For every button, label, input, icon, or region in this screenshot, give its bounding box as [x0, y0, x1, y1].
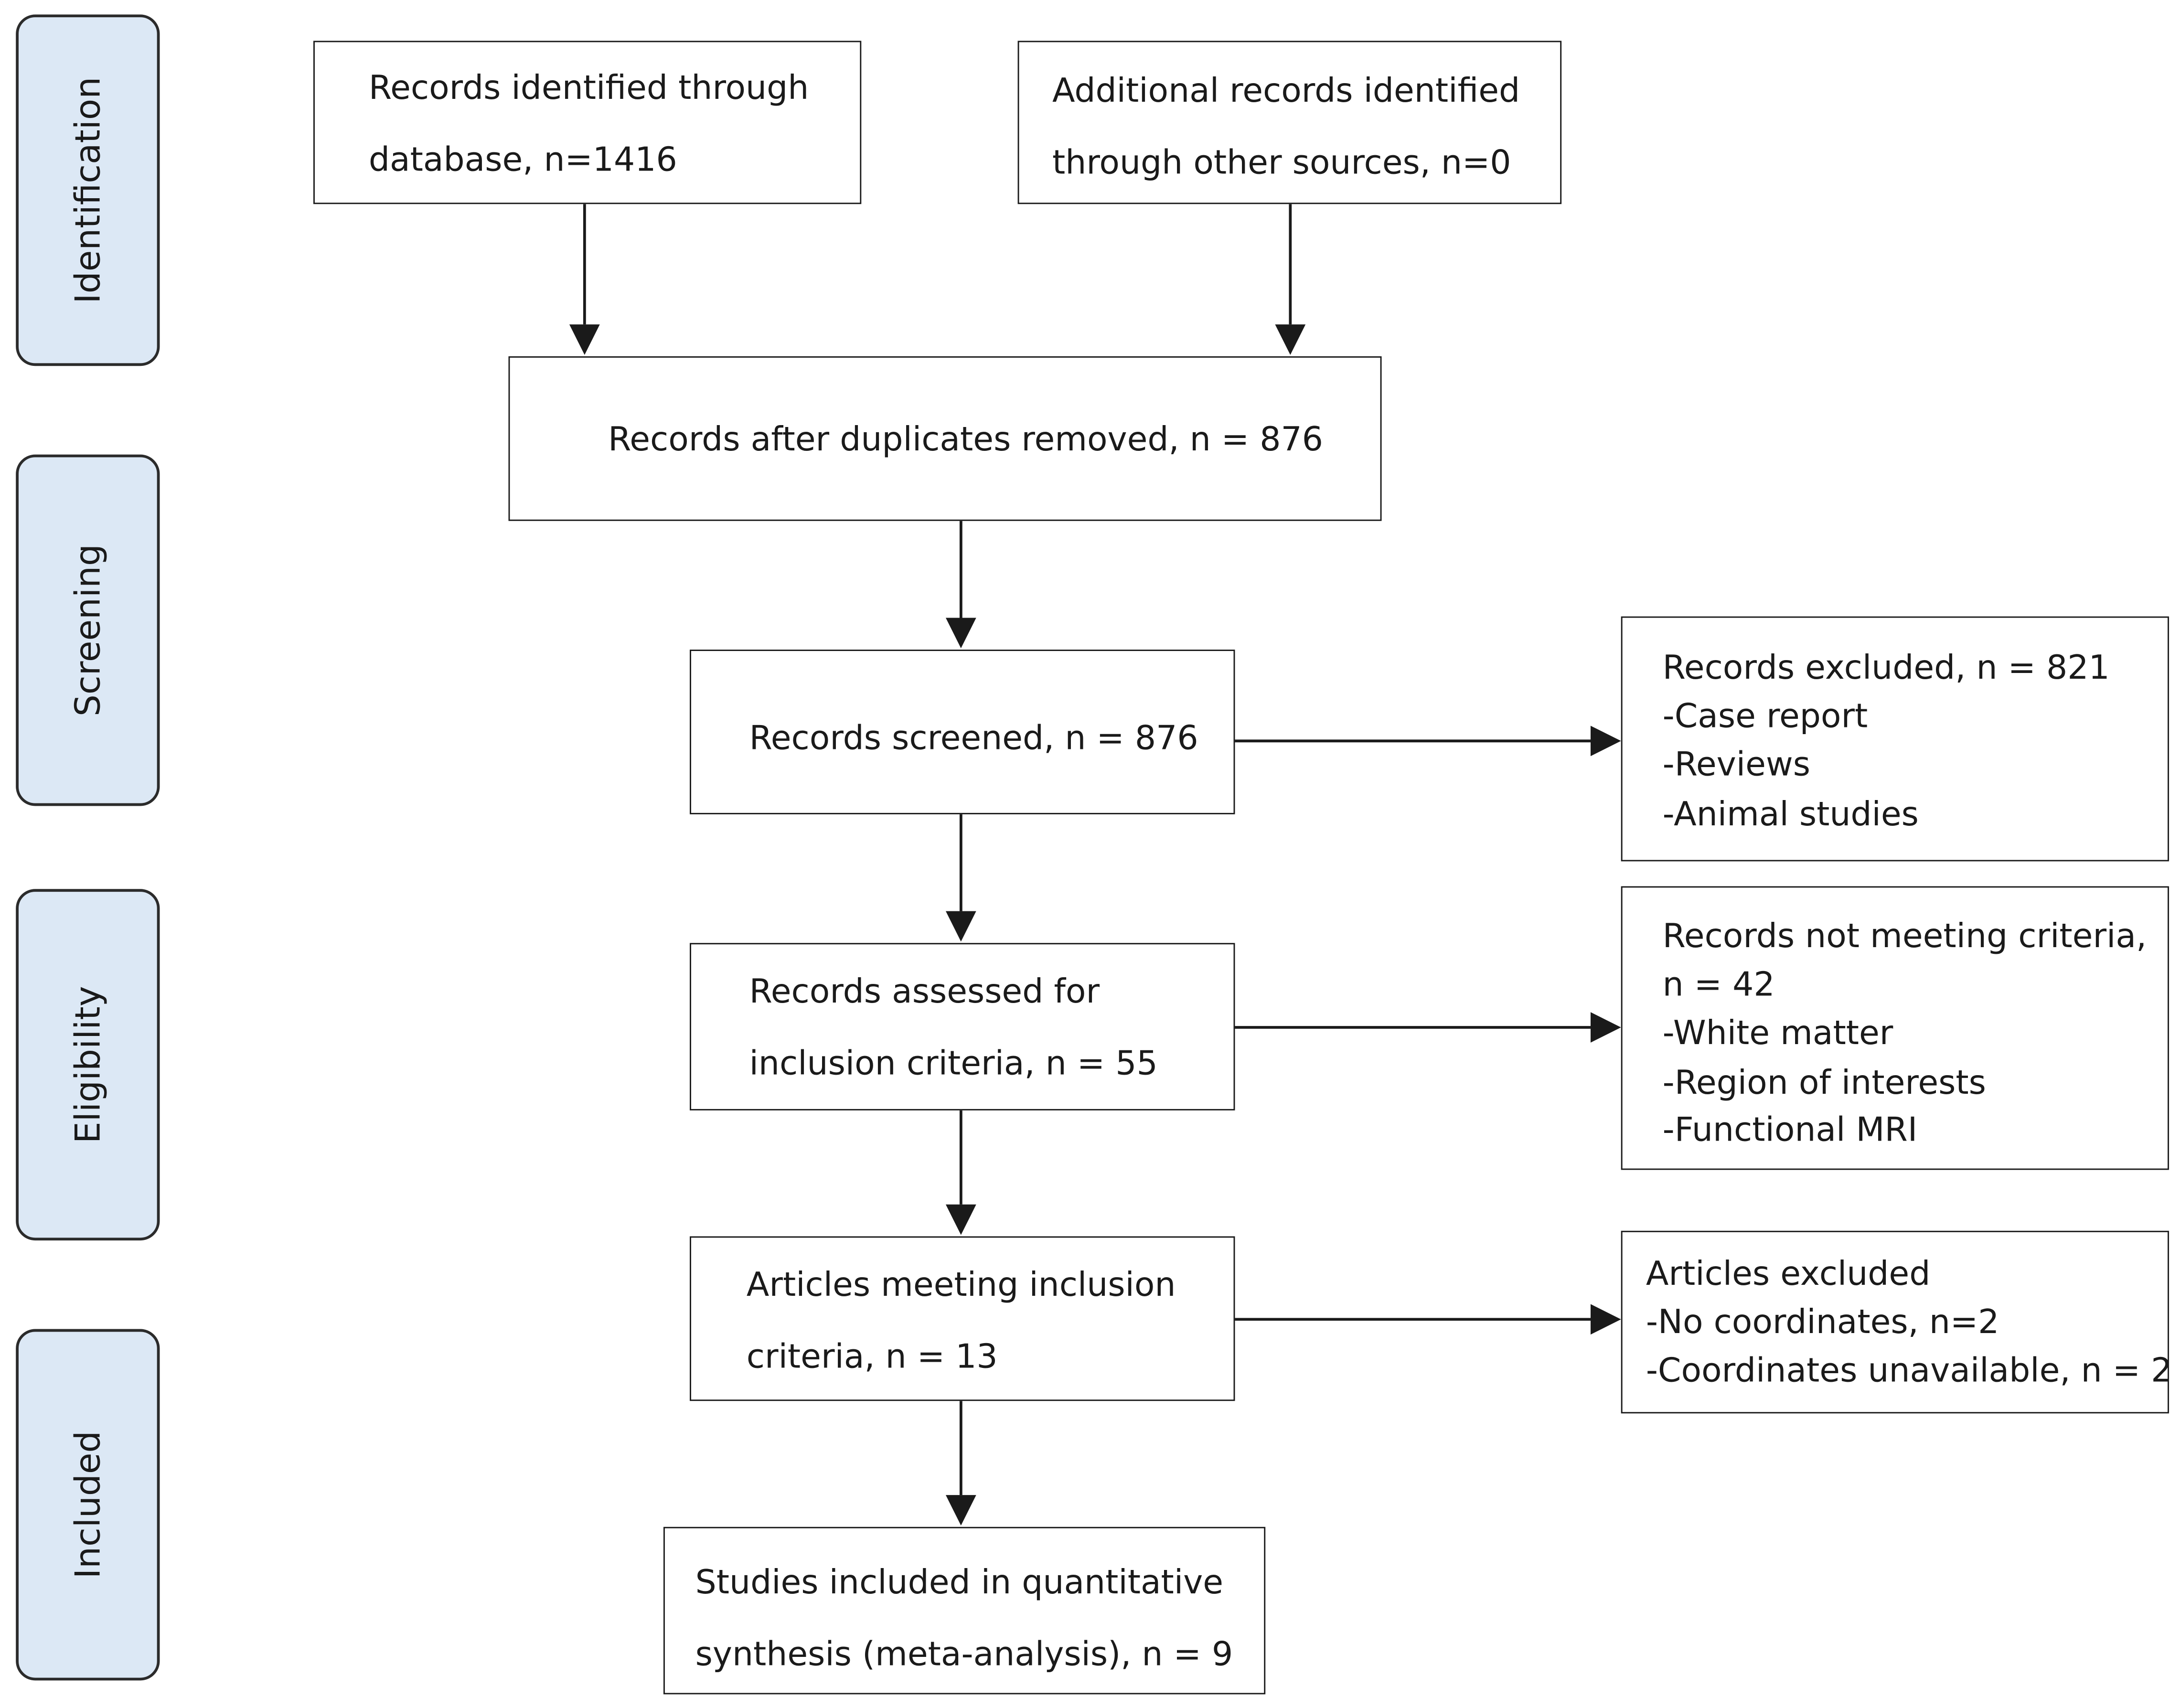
box-line: criteria, n = 13	[746, 1337, 998, 1377]
arrowhead-meeting	[945, 1204, 976, 1235]
box-line: inclusion criteria, n = 55	[749, 1044, 1158, 1083]
box-duplicates-removed: Records after duplicates removed, n = 87…	[508, 356, 1382, 521]
box-line: -Case report	[1662, 696, 1868, 736]
arrowhead-duplicates-left	[569, 324, 600, 355]
box-other-sources: Additional records identified through ot…	[1017, 41, 1562, 204]
phase-included: Included	[16, 1329, 160, 1681]
box-database-records: Records identified through database, n=1…	[313, 41, 862, 204]
box-articles-excluded: Articles excluded -No coordinates, n=2 -…	[1621, 1230, 2170, 1414]
connector-arrows	[569, 204, 1621, 1526]
box-line: Articles excluded	[1646, 1254, 1931, 1293]
box-line: through other sources, n=0	[1052, 143, 1511, 182]
box-studies-included: Studies included in quantitative synthes…	[663, 1527, 1266, 1695]
box-line: database, n=1416	[368, 140, 677, 180]
box-records-assessed: Records assessed for inclusion criteria,…	[690, 943, 1235, 1110]
arrowhead-articles-excluded	[1590, 1304, 1621, 1335]
phase-eligibility: Eligibility	[16, 889, 160, 1241]
box-line: -Animal studies	[1662, 795, 1919, 834]
box-line: -Coordinates unavailable, n = 2	[1646, 1351, 2170, 1390]
arrowhead-assessed	[945, 911, 976, 942]
box-line: Records not meeting criteria,	[1662, 917, 2147, 956]
box-line: synthesis (meta-analysis), n = 9	[695, 1634, 1233, 1674]
box-records-screened: Records screened, n = 876	[690, 650, 1235, 814]
box-line: Records after duplicates removed, n = 87…	[608, 420, 1323, 459]
box-line: -Functional MRI	[1662, 1110, 1918, 1149]
box-records-not-meeting-criteria: Records not meeting criteria, n = 42 -Wh…	[1621, 886, 2169, 1170]
box-line: n = 42	[1662, 965, 1775, 1004]
arrowhead-included	[945, 1495, 976, 1526]
arrowhead-excluded	[1590, 726, 1621, 757]
arrowhead-duplicates-right	[1275, 324, 1306, 355]
box-line: Records identified through	[368, 68, 809, 107]
arrowhead-not-meeting	[1590, 1012, 1621, 1043]
box-line: Studies included in quantitative	[695, 1563, 1224, 1602]
box-line: -No coordinates, n=2	[1646, 1302, 1999, 1342]
box-line: Articles meeting inclusion	[746, 1265, 1176, 1304]
prisma-flow-diagram: Identification Screening Eligibility Inc…	[5, 6, 2170, 1708]
box-line: -White matter	[1662, 1014, 1893, 1053]
arrowhead-screened	[945, 618, 976, 649]
box-line: -Region of interests	[1662, 1063, 1986, 1102]
box-articles-meeting-criteria: Articles meeting inclusion criteria, n =…	[690, 1236, 1235, 1401]
box-records-excluded: Records excluded, n = 821 -Case report -…	[1621, 616, 2169, 862]
phase-identification: Identification	[16, 14, 160, 366]
box-line: Records excluded, n = 821	[1662, 648, 2110, 687]
phase-screening: Screening	[16, 454, 160, 806]
box-line: Additional records identified	[1052, 71, 1520, 110]
box-line: Records screened, n = 876	[749, 718, 1198, 758]
box-line: Records assessed for	[749, 972, 1100, 1011]
box-line: -Reviews	[1662, 745, 1810, 784]
